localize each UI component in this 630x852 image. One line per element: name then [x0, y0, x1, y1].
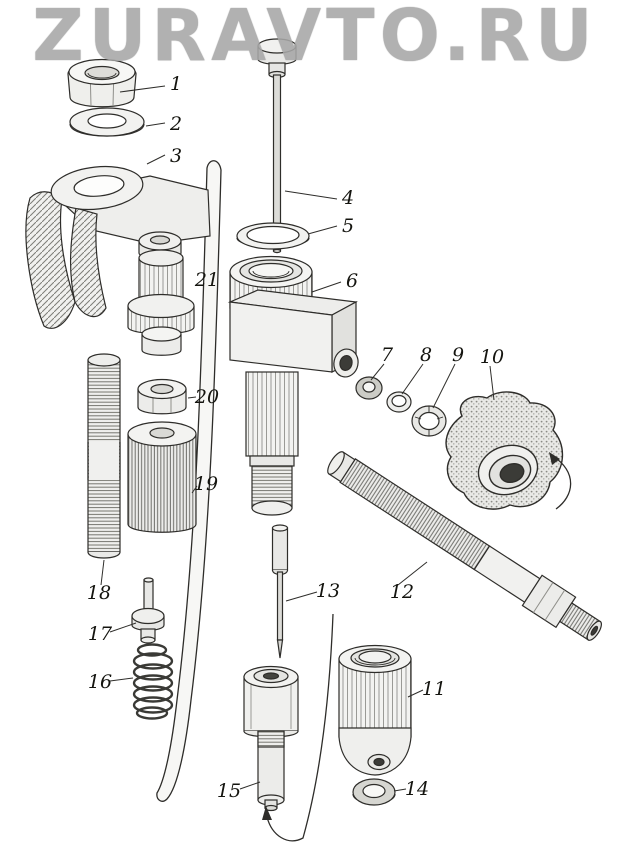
part-label-18: 18: [86, 582, 112, 604]
part-19-spring-seat: [127, 421, 197, 533]
part-label-8: 8: [419, 344, 433, 366]
part-label-11: 11: [421, 678, 447, 700]
part-label-16: 16: [87, 671, 113, 693]
leader-lines: [100, 85, 495, 792]
part-8-washer-small: [386, 391, 412, 413]
part-3-mounting-bracket: [25, 165, 211, 356]
part-label-10: 10: [479, 346, 505, 368]
assembly-arrow-right: [549, 452, 572, 510]
part-14-seal-ring-small: [352, 778, 396, 806]
part-9-o-ring: [411, 405, 447, 437]
part-10-banjo-fitting: [445, 391, 564, 510]
watermark-text: ZURAVTO.RU: [32, 0, 598, 77]
part-6-injector-body: [227, 255, 359, 516]
part-17-valve: [131, 577, 165, 644]
part-label-1: 1: [169, 73, 183, 95]
part-label-5: 5: [341, 215, 355, 237]
part-label-4: 4: [341, 187, 355, 209]
part-15-nozzle: [243, 665, 299, 812]
part-7-seal: [355, 376, 383, 400]
part-label-14: 14: [404, 778, 430, 800]
part-18-stud: [87, 353, 121, 559]
part-label-13: 13: [315, 580, 341, 602]
part-label-2: 2: [169, 113, 183, 135]
part-12-fuel-pipe: [327, 451, 602, 641]
part-4-rod: [257, 38, 297, 254]
part-label-3: 3: [169, 145, 183, 167]
part-label-9: 9: [451, 344, 465, 366]
part-label-19: 19: [193, 473, 219, 495]
part-label-7: 7: [380, 344, 394, 366]
part-1-cap-nut: [67, 58, 137, 108]
part-5-seal-ring: [236, 222, 310, 250]
part-16-spring: [132, 643, 174, 720]
assembly-arrow-bottom: [262, 613, 334, 842]
part-13-needle-valve: [271, 524, 289, 659]
part-label-12: 12: [389, 581, 415, 603]
part-11-nozzle-cup: [338, 644, 412, 776]
part-label-6: 6: [345, 270, 359, 292]
part-label-21: 21: [194, 269, 220, 291]
part-label-20: 20: [194, 386, 220, 408]
part-2-washer: [69, 107, 145, 137]
part-20-nut: [137, 378, 187, 415]
part-label-15: 15: [216, 780, 242, 802]
part-label-17: 17: [87, 623, 113, 645]
